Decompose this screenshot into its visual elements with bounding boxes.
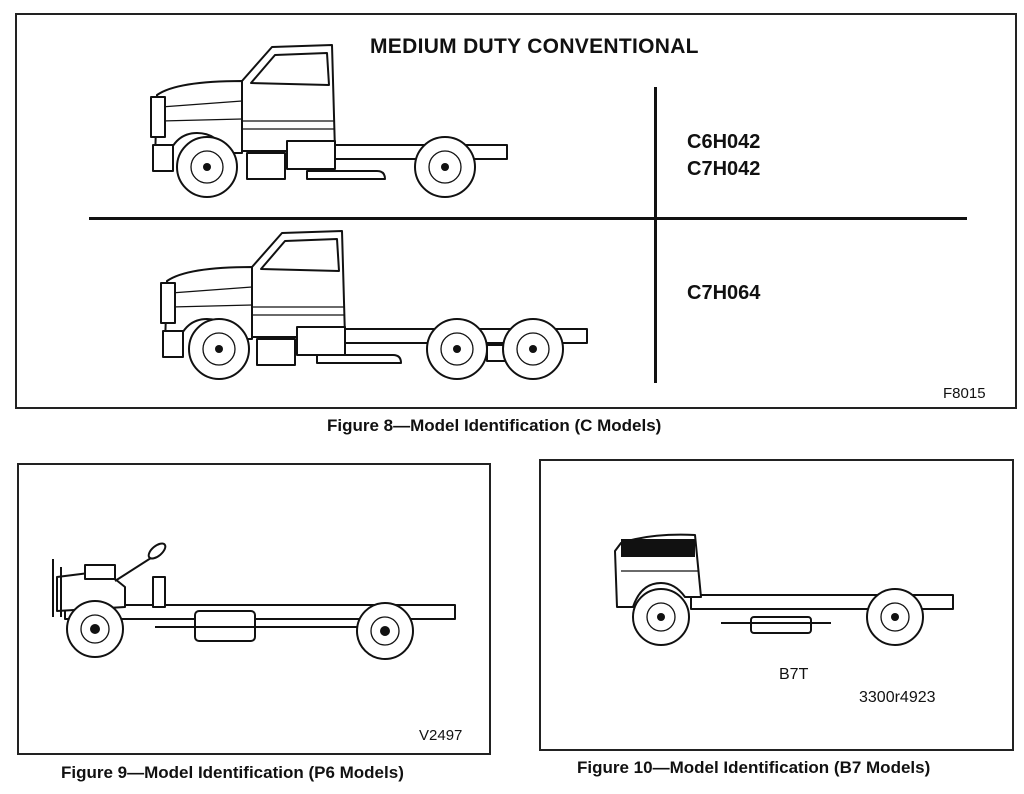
vertical-divider	[654, 87, 657, 383]
model-code-bottom: C7H064	[687, 282, 761, 304]
truck-three-axle-drawing	[160, 230, 588, 380]
model-code-top-1: C6H042	[687, 131, 761, 153]
model-code-top-2: C7H042	[687, 158, 761, 180]
truck-two-axle-drawing	[150, 44, 508, 198]
figure-9-panel: V2497	[17, 463, 491, 755]
figure-10-caption: Figure 10—Model Identification (B7 Model…	[577, 758, 931, 777]
figure-10-panel: B7T 3300r4923	[539, 459, 1014, 751]
horizontal-divider	[89, 217, 967, 220]
bare-chassis-drawing	[52, 542, 456, 660]
figure-9-code: V2497	[419, 727, 463, 744]
figure-8-caption: Figure 8—Model Identification (C Models)	[327, 416, 662, 435]
figure-8-heading: MEDIUM DUTY CONVENTIONAL	[370, 35, 699, 58]
figure-10-model: B7T	[779, 666, 809, 683]
figure-10-code: 3300r4923	[859, 689, 936, 706]
figure-9-caption: Figure 9—Model Identification (P6 Models…	[61, 763, 404, 782]
figure-8-panel: MEDIUM DUTY CONVENTIONAL C6H042 C7H042 C…	[15, 13, 1017, 409]
figure-8-code: F8015	[943, 385, 986, 402]
cab-chassis-drawing	[614, 533, 954, 646]
